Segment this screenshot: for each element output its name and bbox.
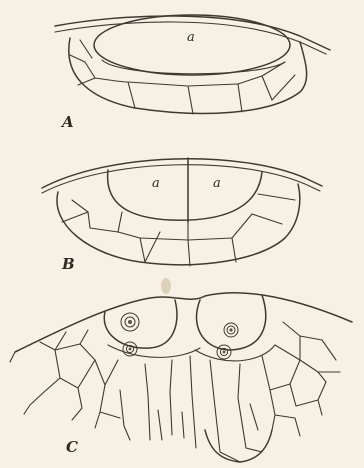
figure-label-a: A [60,113,74,131]
figure-b: a a B [42,158,322,273]
cell-label-a: a [187,30,195,45]
figure-label-c: C [66,438,78,456]
figure-a: a A [55,15,330,131]
cell-label-a-left: a [152,176,160,191]
ink-smudge [161,278,171,294]
figure-label-b: B [61,255,75,273]
figure-c: C [10,293,352,462]
cell-label-a-right: a [213,176,221,191]
